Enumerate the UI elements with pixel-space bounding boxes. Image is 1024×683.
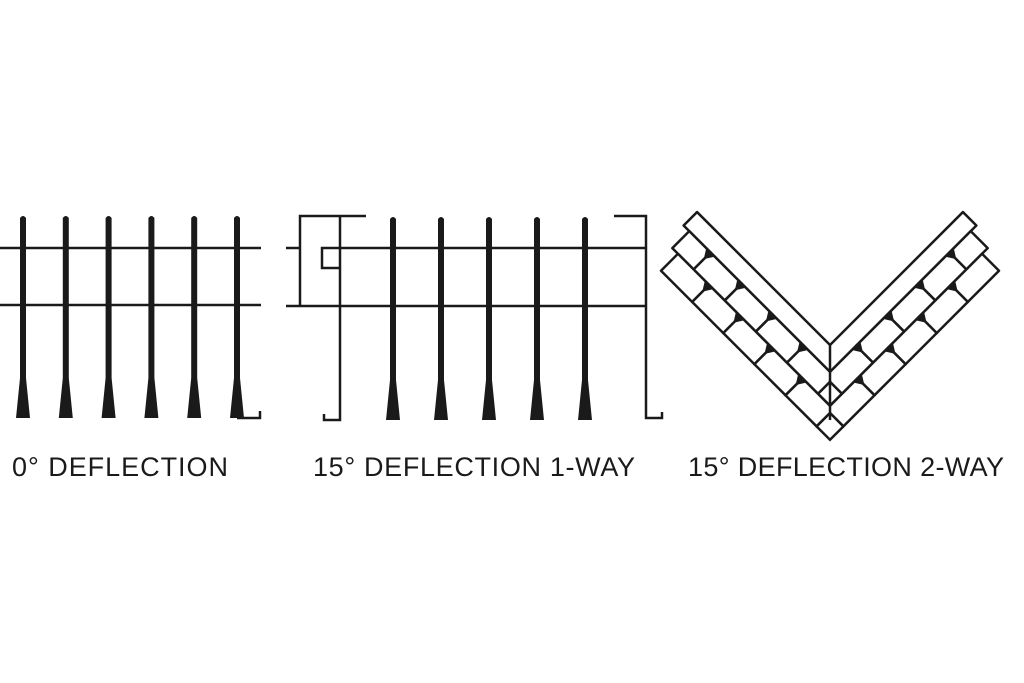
mortar-joint — [704, 248, 715, 259]
bearing-bar — [434, 217, 448, 420]
right-frame-bracket — [614, 214, 664, 420]
mortar-joint — [797, 341, 809, 353]
panel-15-deflection-1-way — [286, 214, 664, 422]
bearing-bar — [101, 216, 116, 418]
mortar-joint — [766, 310, 777, 321]
label-15-deflection-2-way: 15° DEFLECTION 2-WAY — [688, 452, 1004, 482]
end-hook — [237, 411, 262, 420]
label-0-deflection: 0° DEFLECTION — [12, 452, 228, 482]
panel-15-deflection-2-way — [659, 210, 1011, 457]
bearing-bar — [482, 217, 496, 420]
panel-0-deflection — [0, 216, 262, 420]
left-arm — [659, 210, 830, 450]
bearing-bar — [58, 216, 73, 418]
mortar-joint — [764, 342, 776, 354]
mortar-joint — [796, 373, 807, 385]
brick — [659, 252, 711, 304]
bearing-bar — [187, 216, 202, 418]
left-frame-post — [322, 216, 342, 422]
bearing-bar — [16, 216, 30, 418]
bearing-bar — [386, 217, 400, 420]
bearing-bar — [230, 216, 244, 418]
label-15-deflection-1-way: 15° DEFLECTION 1-WAY — [313, 452, 635, 482]
mortar-joint — [733, 311, 745, 323]
mortar-joint — [702, 280, 714, 292]
bearing-bar — [578, 217, 592, 420]
left-frame-bracket — [298, 214, 366, 306]
frame-clip — [320, 246, 340, 270]
mortar-joint — [735, 279, 746, 290]
bearing-bar — [530, 217, 544, 420]
bearing-bar — [144, 216, 159, 418]
